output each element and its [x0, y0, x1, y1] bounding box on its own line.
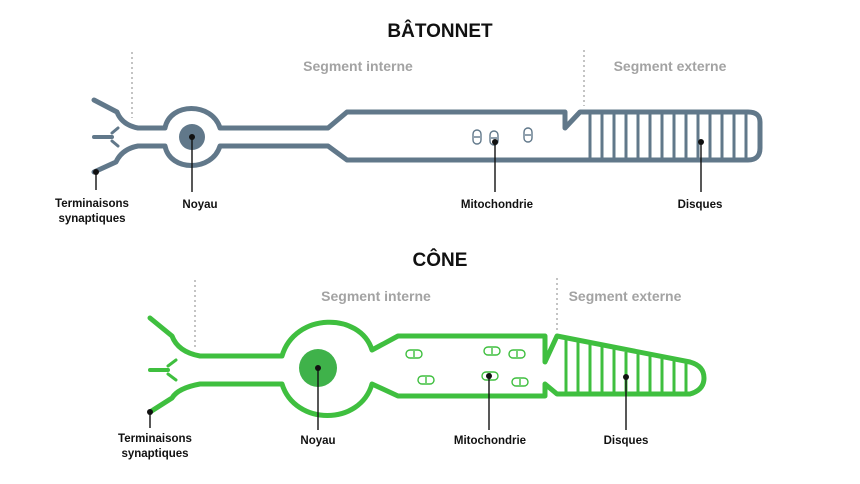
cone-nucleus-label: Noyau [300, 435, 335, 447]
cone-mitochondria [405, 346, 529, 387]
cone-segment-inner-label: Segment interne [321, 288, 431, 304]
rod-mitochondria [472, 127, 533, 146]
rod-discs-label: Disques [678, 199, 723, 211]
rod-section: BÂTONNET Segment interne Segment externe [55, 20, 763, 225]
cone-discs-label: Disques [604, 435, 649, 447]
rod-cell-body [91, 97, 763, 175]
rod-synaptic-label-1: Terminaisons [55, 198, 129, 210]
rod-leaders [93, 134, 704, 192]
rod-synaptic-label-2: synaptiques [58, 213, 125, 225]
rod-segment-outer-label: Segment externe [614, 58, 727, 74]
rod-nucleus-label: Noyau [182, 199, 217, 211]
cone-synaptic-label-1: Terminaisons [118, 433, 192, 445]
cone-cell-body [147, 315, 707, 418]
rod-discs [588, 114, 748, 158]
rod-segment-inner-label: Segment interne [303, 58, 413, 74]
rod-mitochondria-label: Mitochondrie [461, 199, 533, 211]
cone-section: CÔNE Segment interne Segment externe [118, 249, 707, 460]
rod-title: BÂTONNET [387, 20, 493, 42]
cone-leaders [147, 365, 629, 430]
cone-title: CÔNE [413, 249, 468, 271]
cone-mitochondria-label: Mitochondrie [454, 435, 526, 447]
cone-segment-outer-label: Segment externe [569, 288, 682, 304]
cone-synaptic-label-2: synaptiques [121, 448, 188, 460]
